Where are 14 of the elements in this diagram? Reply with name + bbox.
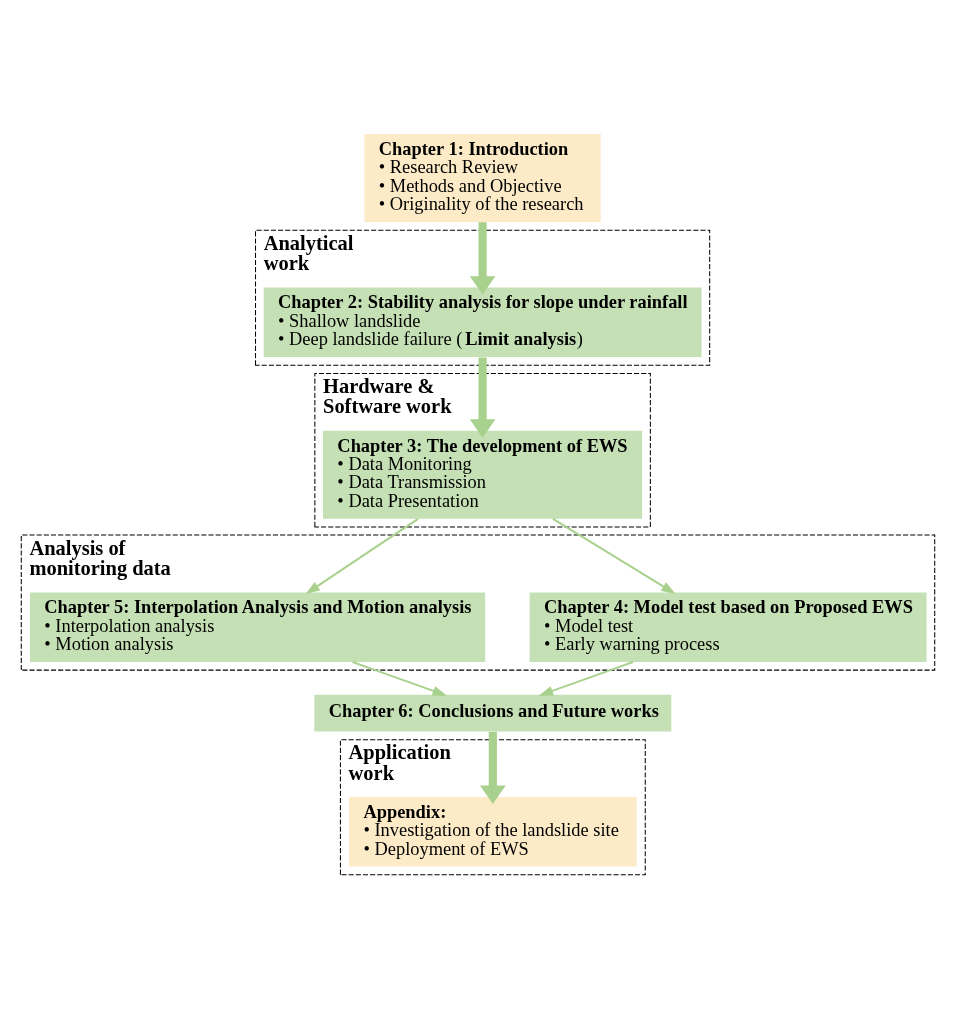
node-box: Chapter 5: Interpolation Analysis and Motion analysis • Interpolation analysis • Motion analysis bbox=[29, 591, 485, 662]
node-box: Chapter 6: Conclusions and Future works bbox=[313, 694, 671, 731]
arrow bbox=[538, 660, 633, 696]
node-box: Chapter 1: Introduction • Research Review • Methods and Objective • Originality of the research bbox=[363, 133, 601, 222]
arrow bbox=[351, 660, 447, 696]
arrow bbox=[469, 357, 495, 438]
arrow bbox=[305, 517, 419, 594]
arrow bbox=[479, 731, 506, 804]
node-box: Appendix: • Investigation of the landslide site • Deployment of EWS bbox=[348, 796, 637, 866]
arrow bbox=[469, 221, 495, 295]
node-box: Chapter 4: Model test based on Proposed EWS • Model test • Early warning process bbox=[529, 591, 927, 662]
arrow bbox=[551, 517, 676, 594]
node-box: Chapter 2: Stability analysis for slope under rainfall • Shallow landslide • Deep landslide failure (Limit analysis) bbox=[263, 287, 701, 357]
node-box: Chapter 3: The development of EWS • Data Monitoring • Data Transmission • Data Presentation bbox=[322, 430, 642, 519]
